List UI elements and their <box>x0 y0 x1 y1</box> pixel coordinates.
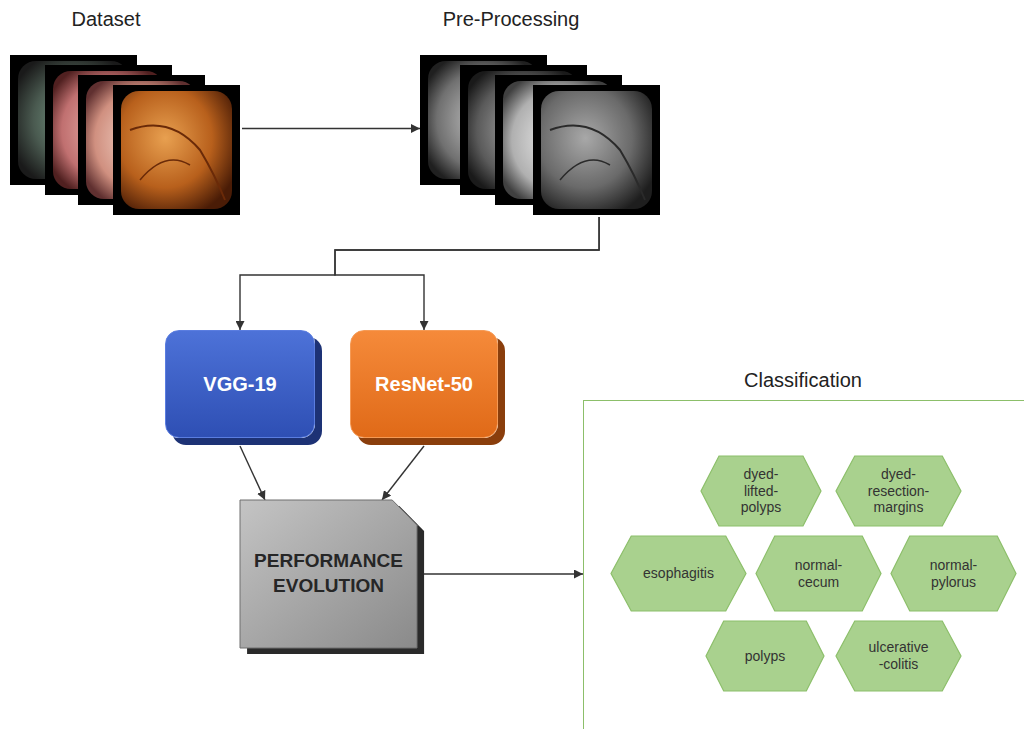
grayscale-image <box>541 91 652 209</box>
node-label: esophagitis <box>643 565 714 582</box>
mucosa-fold <box>550 126 645 201</box>
cut-corner-outline <box>240 500 417 648</box>
node-label: ResNet-50 <box>375 373 473 396</box>
hexagon-shape <box>701 456 821 526</box>
performance-block: PERFORMANCE EVOLUTION <box>240 500 417 648</box>
node-label: polyps <box>745 648 785 665</box>
class-hexagon: ulcerative -colitis <box>836 621 961 691</box>
flow-arrow <box>240 217 599 330</box>
class-hexagon: normal- cecum <box>756 536 881 611</box>
vgg19-block: VGG-19 <box>165 330 315 438</box>
section-heading: Dataset <box>72 8 141 31</box>
cut-corner-box <box>240 500 417 648</box>
resnet50-block: ResNet-50 <box>350 330 498 438</box>
node-label: PERFORMANCE EVOLUTION <box>254 549 403 598</box>
dataset-images <box>10 55 240 215</box>
flow-arrow <box>240 446 265 500</box>
node-label: dyed- resection- margins <box>868 466 929 516</box>
hexagon-shape <box>756 536 881 611</box>
flow-arrow <box>335 217 599 330</box>
mucosa-fold <box>140 160 190 180</box>
classification-panel: Classificationdyed- lifted- polypsdyed- … <box>583 400 1024 729</box>
hexagon-shape <box>611 536 746 611</box>
flow-arrow <box>417 573 583 574</box>
hexagon-shape <box>891 536 1016 611</box>
class-hexagon: esophagitis <box>611 536 746 611</box>
flow-arrow <box>382 446 424 500</box>
class-hexagon: dyed- resection- margins <box>836 456 961 526</box>
preprocessing-stack: Pre-Processing <box>420 40 662 217</box>
class-hexagon: normal- pylorus <box>891 536 1016 611</box>
flow-arrow <box>242 128 420 129</box>
section-heading: Pre-Processing <box>443 8 580 31</box>
node-label: normal- pylorus <box>930 557 977 591</box>
endoscopy-image <box>121 91 232 209</box>
preprocessed-images <box>420 55 660 215</box>
section-heading: Classification <box>744 369 862 392</box>
node-label: ulcerative -colitis <box>869 639 929 673</box>
class-hexagon: polyps <box>706 621 824 691</box>
hexagon-shape <box>706 621 824 691</box>
mucosa-fold <box>130 126 225 201</box>
class-hexagon: dyed- lifted- polyps <box>701 456 821 526</box>
hexagon-shape <box>836 456 961 526</box>
node-label: VGG-19 <box>203 373 276 396</box>
mucosa-fold <box>560 160 610 180</box>
image-frame <box>113 85 240 215</box>
dataset-stack: Dataset <box>10 40 242 217</box>
node-label: normal- cecum <box>795 557 842 591</box>
node-label: dyed- lifted- polyps <box>741 466 781 516</box>
hexagon-shape <box>836 621 961 691</box>
image-frame <box>533 85 660 215</box>
